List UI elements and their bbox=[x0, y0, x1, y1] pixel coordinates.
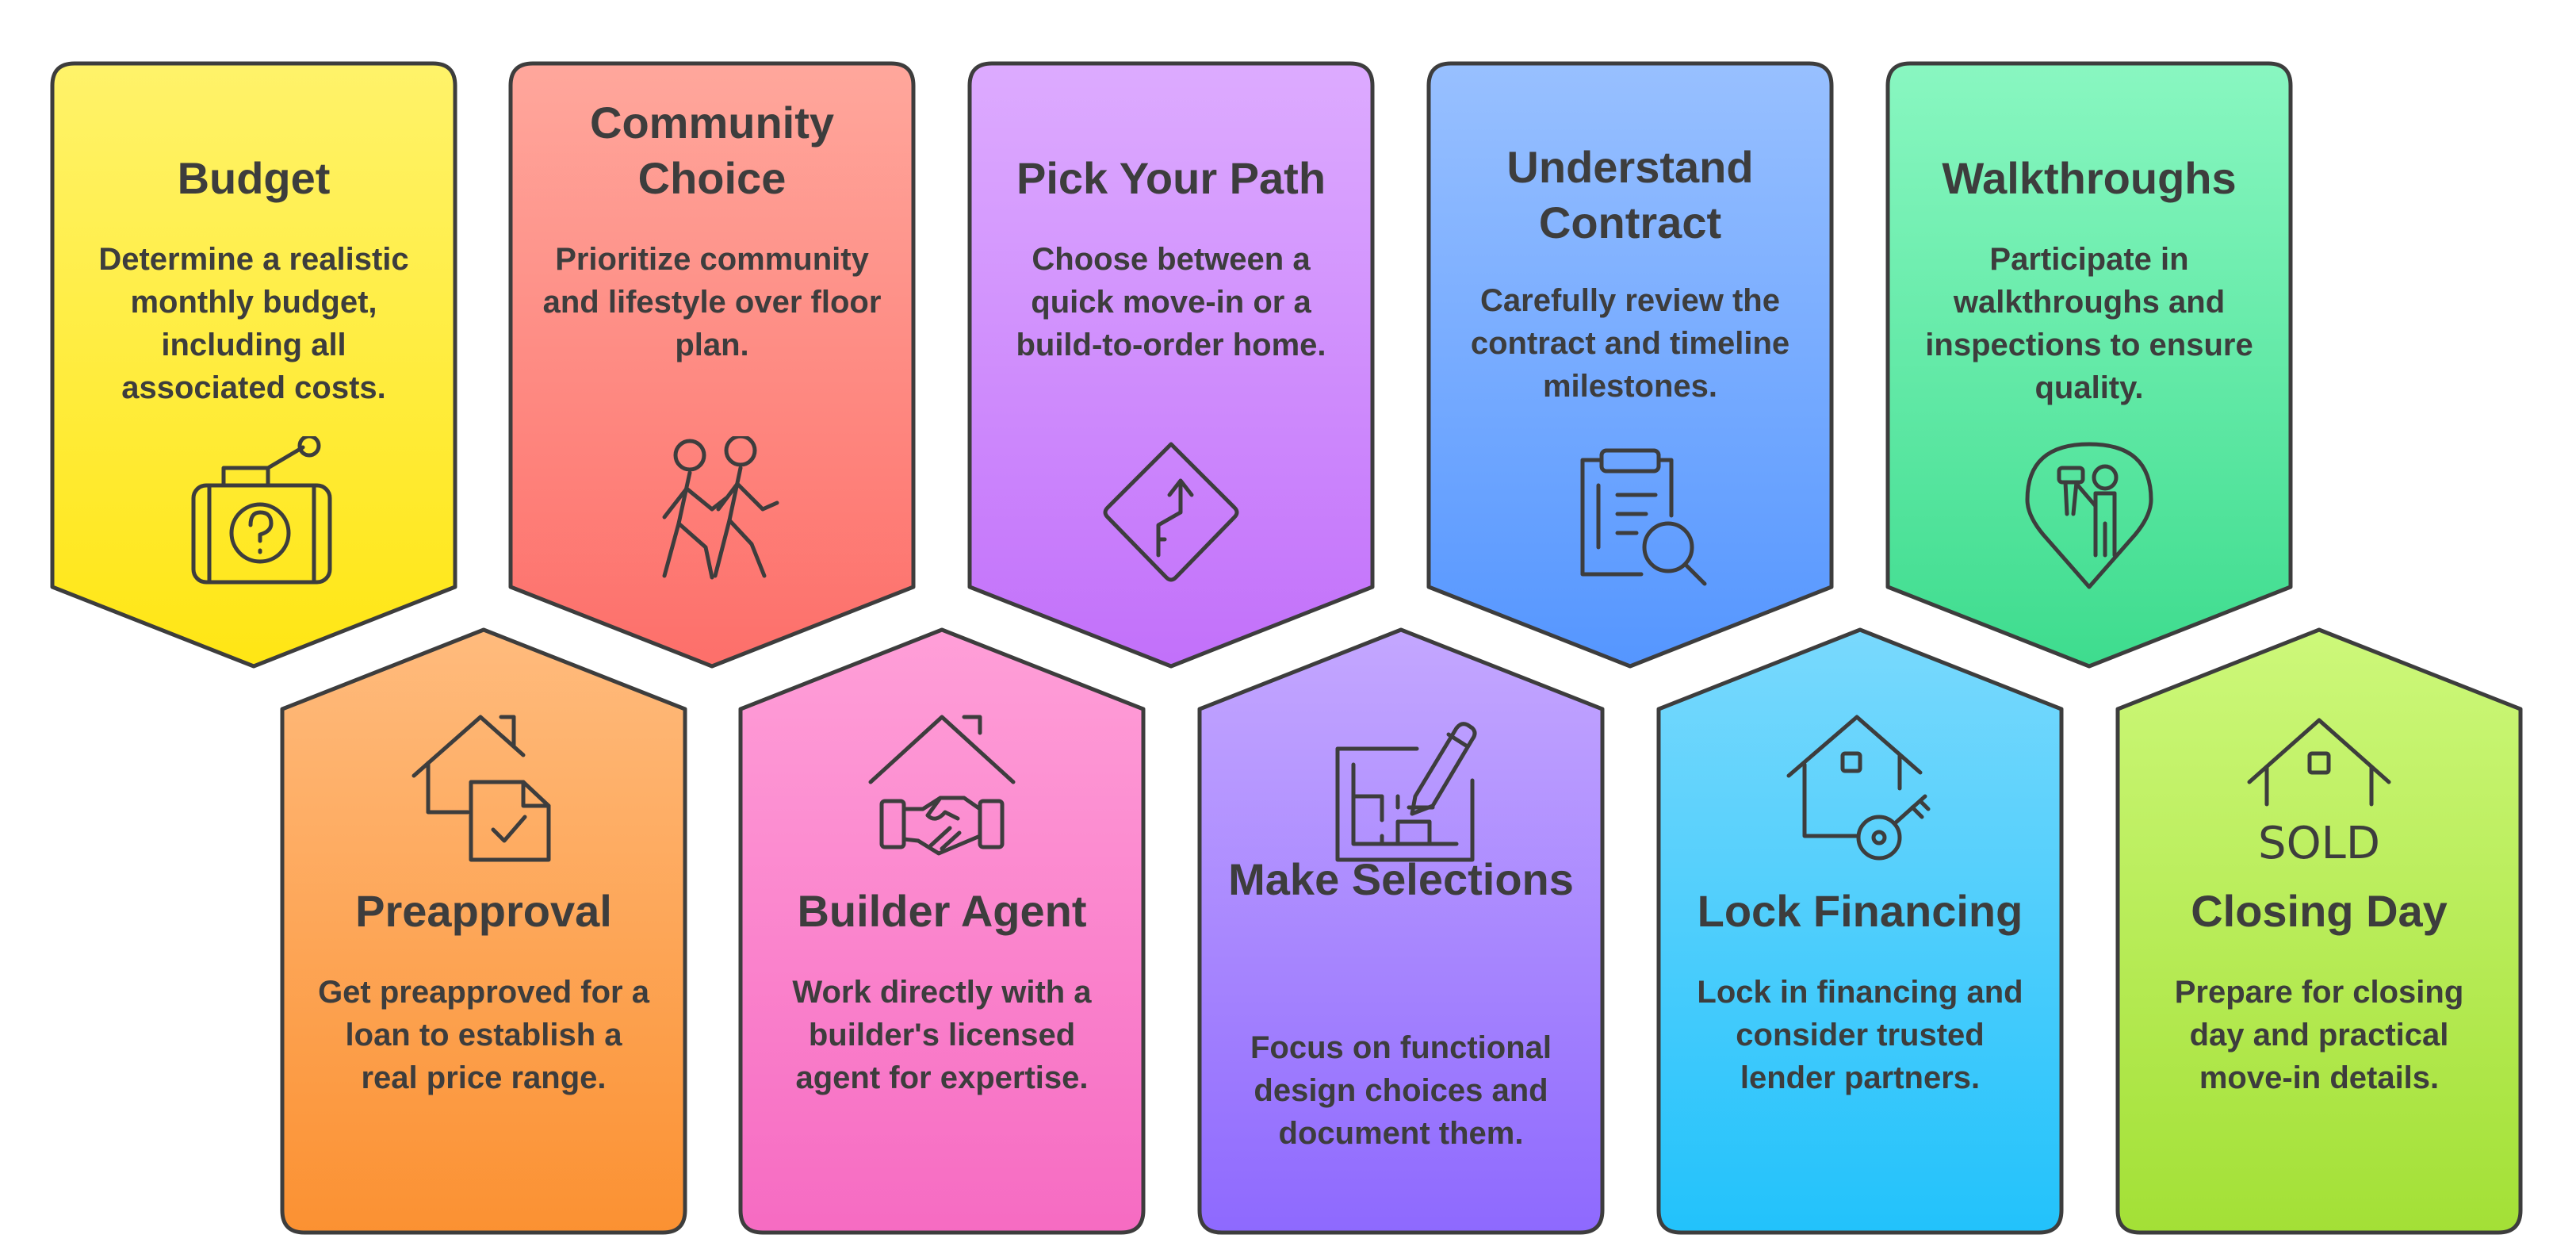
step-description: Prioritize community and lifestyle over … bbox=[542, 242, 882, 362]
step-card-community-choice: Community Choice Prioritize community an… bbox=[508, 61, 916, 669]
step-description: Participate in walkthroughs and inspecti… bbox=[1925, 242, 2253, 405]
step-title: Preapproval bbox=[355, 886, 612, 936]
road-sign-icon bbox=[1092, 436, 1250, 595]
step-description: Get preapproved for a loan to establish … bbox=[318, 975, 649, 1095]
step-description: Carefully review the contract and timeli… bbox=[1470, 283, 1790, 404]
step-card-budget: Budget Determine a realistic monthly bud… bbox=[50, 61, 457, 669]
step-title: Pick Your Path bbox=[1016, 153, 1326, 203]
step-card-builder-agent: Builder Agent Work directly with a build… bbox=[738, 627, 1146, 1235]
step-description: Determine a realistic monthly budget, in… bbox=[98, 242, 409, 405]
walking-people-icon bbox=[633, 434, 791, 595]
house-key-icon bbox=[1781, 709, 1939, 868]
step-card-pick-your-path: Pick Your Path Choose between a quick mo… bbox=[967, 61, 1375, 669]
luggage-question-icon bbox=[174, 434, 333, 595]
clipboard-search-icon bbox=[1551, 436, 1709, 595]
step-description: Choose between a quick move-in or a buil… bbox=[1016, 242, 1326, 362]
step-title: Budget bbox=[177, 153, 331, 203]
step-title: Builder Agent bbox=[797, 886, 1087, 936]
step-title: Community Choice bbox=[590, 98, 834, 203]
step-title: Understand Contract bbox=[1506, 142, 1754, 247]
house-document-check-icon bbox=[404, 709, 563, 868]
step-title: Walkthroughs bbox=[1942, 153, 2237, 203]
step-card-lock-financing: Lock Financing Lock in financing and con… bbox=[1656, 627, 2064, 1235]
step-title: Closing Day bbox=[2191, 886, 2448, 936]
step-description: Work directly with a builder's licensed … bbox=[792, 975, 1092, 1095]
step-card-closing-day: SOLD Closing Day Prepare for closing day… bbox=[2115, 627, 2523, 1235]
step-description: Prepare for closing day and practical mo… bbox=[2174, 975, 2464, 1095]
inspector-icon bbox=[2010, 436, 2168, 595]
step-card-preapproval: Preapproval Get preapproved for a loan t… bbox=[280, 627, 687, 1235]
step-card-walkthroughs: Walkthroughs Participate in walkthroughs… bbox=[1885, 61, 2293, 669]
step-card-make-selections: Make Selections Focus on functional desi… bbox=[1197, 627, 1605, 1235]
step-title: Lock Financing bbox=[1697, 886, 2023, 936]
step-description: Focus on functional design choices and d… bbox=[1250, 1030, 1552, 1151]
house-sold-icon: SOLD bbox=[2240, 709, 2398, 869]
blueprint-pencil-icon bbox=[1322, 709, 1480, 868]
step-description: Lock in financing and consider trusted l… bbox=[1697, 975, 2023, 1095]
step-title: Make Selections bbox=[1228, 854, 1574, 904]
step-card-understand-contract: Understand Contract Carefully review the… bbox=[1426, 61, 1834, 669]
sold-sign-text: SOLD bbox=[2258, 818, 2380, 868]
house-handshake-icon bbox=[863, 709, 1021, 868]
